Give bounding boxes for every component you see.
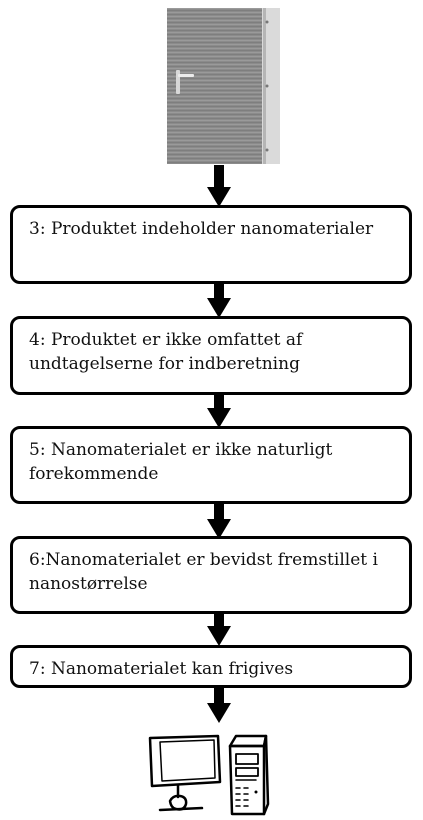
arrow-down-5 [207,609,231,646]
arrow-down-4 [207,499,231,539]
arrow-down-6 [207,683,231,723]
step-7-text: 7: Nanomaterialet kan frigives [29,659,294,679]
arrow-down-3 [207,390,231,428]
computer-image [148,734,270,816]
step-box-5: 5: Nanomaterialet er ikke naturligt fore… [10,426,412,504]
step-box-7: 7: Nanomaterialet kan frigives [10,645,412,688]
arrow-down-2 [207,280,231,318]
step-6-text: 6:Nanomaterialet er bevidst fremstillet … [29,550,378,594]
step-3-text: 3: Produktet indeholder nanomaterialer [29,219,374,239]
step-box-3: 3: Produktet indeholder nanomaterialer [10,205,412,284]
step-box-6: 6:Nanomaterialet er bevidst fremstillet … [10,536,412,614]
step-box-4: 4: Produktet er ikke omfattet af undtage… [10,316,412,395]
step-5-text: 5: Nanomaterialet er ikke naturligt fore… [29,440,333,484]
door-image [167,8,280,164]
step-4-text: 4: Produktet er ikke omfattet af undtage… [29,330,303,374]
arrow-down-1 [207,165,231,207]
